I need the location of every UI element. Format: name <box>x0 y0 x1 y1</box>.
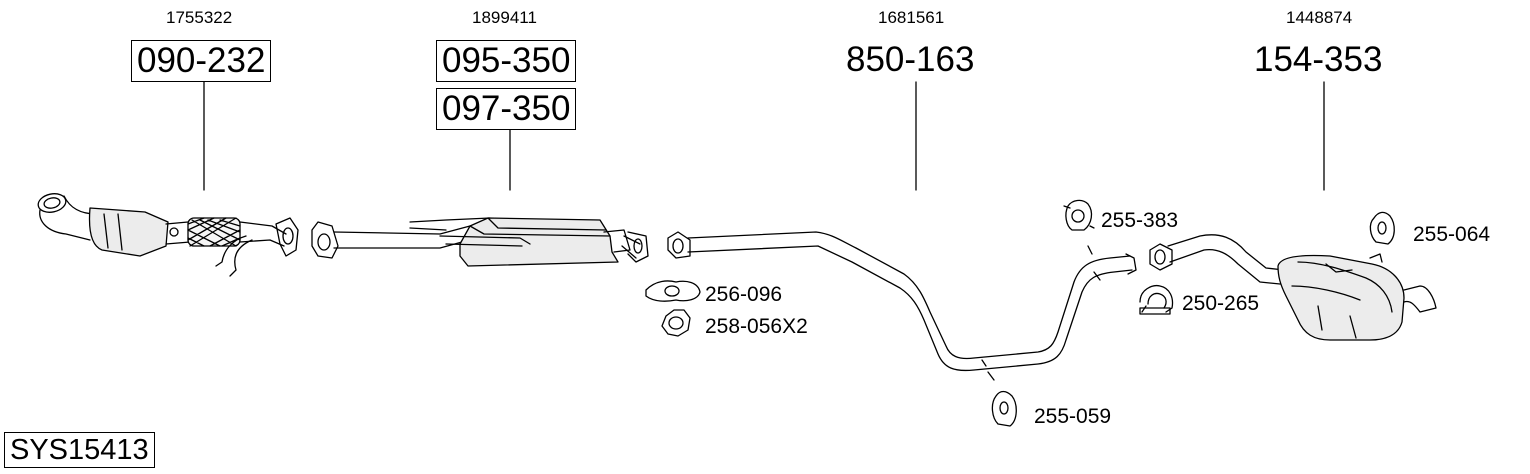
front-pipe-catalyst-part <box>37 193 299 277</box>
rubber-mount-rear-icon <box>1369 211 1395 245</box>
part-number-4[interactable]: 154-353 <box>1254 40 1383 79</box>
part-number-2a[interactable]: 095-350 <box>436 40 577 82</box>
middle-pipe-resonator-part <box>311 217 649 267</box>
accessory-label-rubber-mount-front[interactable]: 255-383 <box>1101 209 1179 232</box>
nut-icon <box>661 309 691 337</box>
accessory-label-hanger-mid[interactable]: 255-059 <box>1034 405 1112 428</box>
system-code: SYS15413 <box>4 432 155 468</box>
oem-number-3: 1681561 <box>878 8 945 27</box>
clamp-icon <box>1139 284 1174 315</box>
part-number-2b[interactable]: 097-350 <box>436 88 577 130</box>
oem-number-4: 1448874 <box>1286 8 1353 27</box>
accessory-label-gasket[interactable]: 256-096 <box>705 283 783 306</box>
part-number-1[interactable]: 090-232 <box>131 40 272 82</box>
accessory-label-rubber-mount-rear[interactable]: 255-064 <box>1413 223 1491 246</box>
accessory-label-nut[interactable]: 258-056X2 <box>705 315 808 338</box>
gasket-icon <box>645 280 701 302</box>
hanger-mid-icon <box>991 390 1017 427</box>
rubber-mount-front-icon <box>1063 199 1095 231</box>
intermediate-pipe-part <box>667 231 1137 381</box>
oem-number-2: 1899411 <box>472 8 537 27</box>
rear-silencer-part <box>1149 234 1437 341</box>
accessory-label-clamp[interactable]: 250-265 <box>1182 292 1260 315</box>
oem-number-1: 1755322 <box>166 8 233 27</box>
part-number-3[interactable]: 850-163 <box>846 40 975 79</box>
